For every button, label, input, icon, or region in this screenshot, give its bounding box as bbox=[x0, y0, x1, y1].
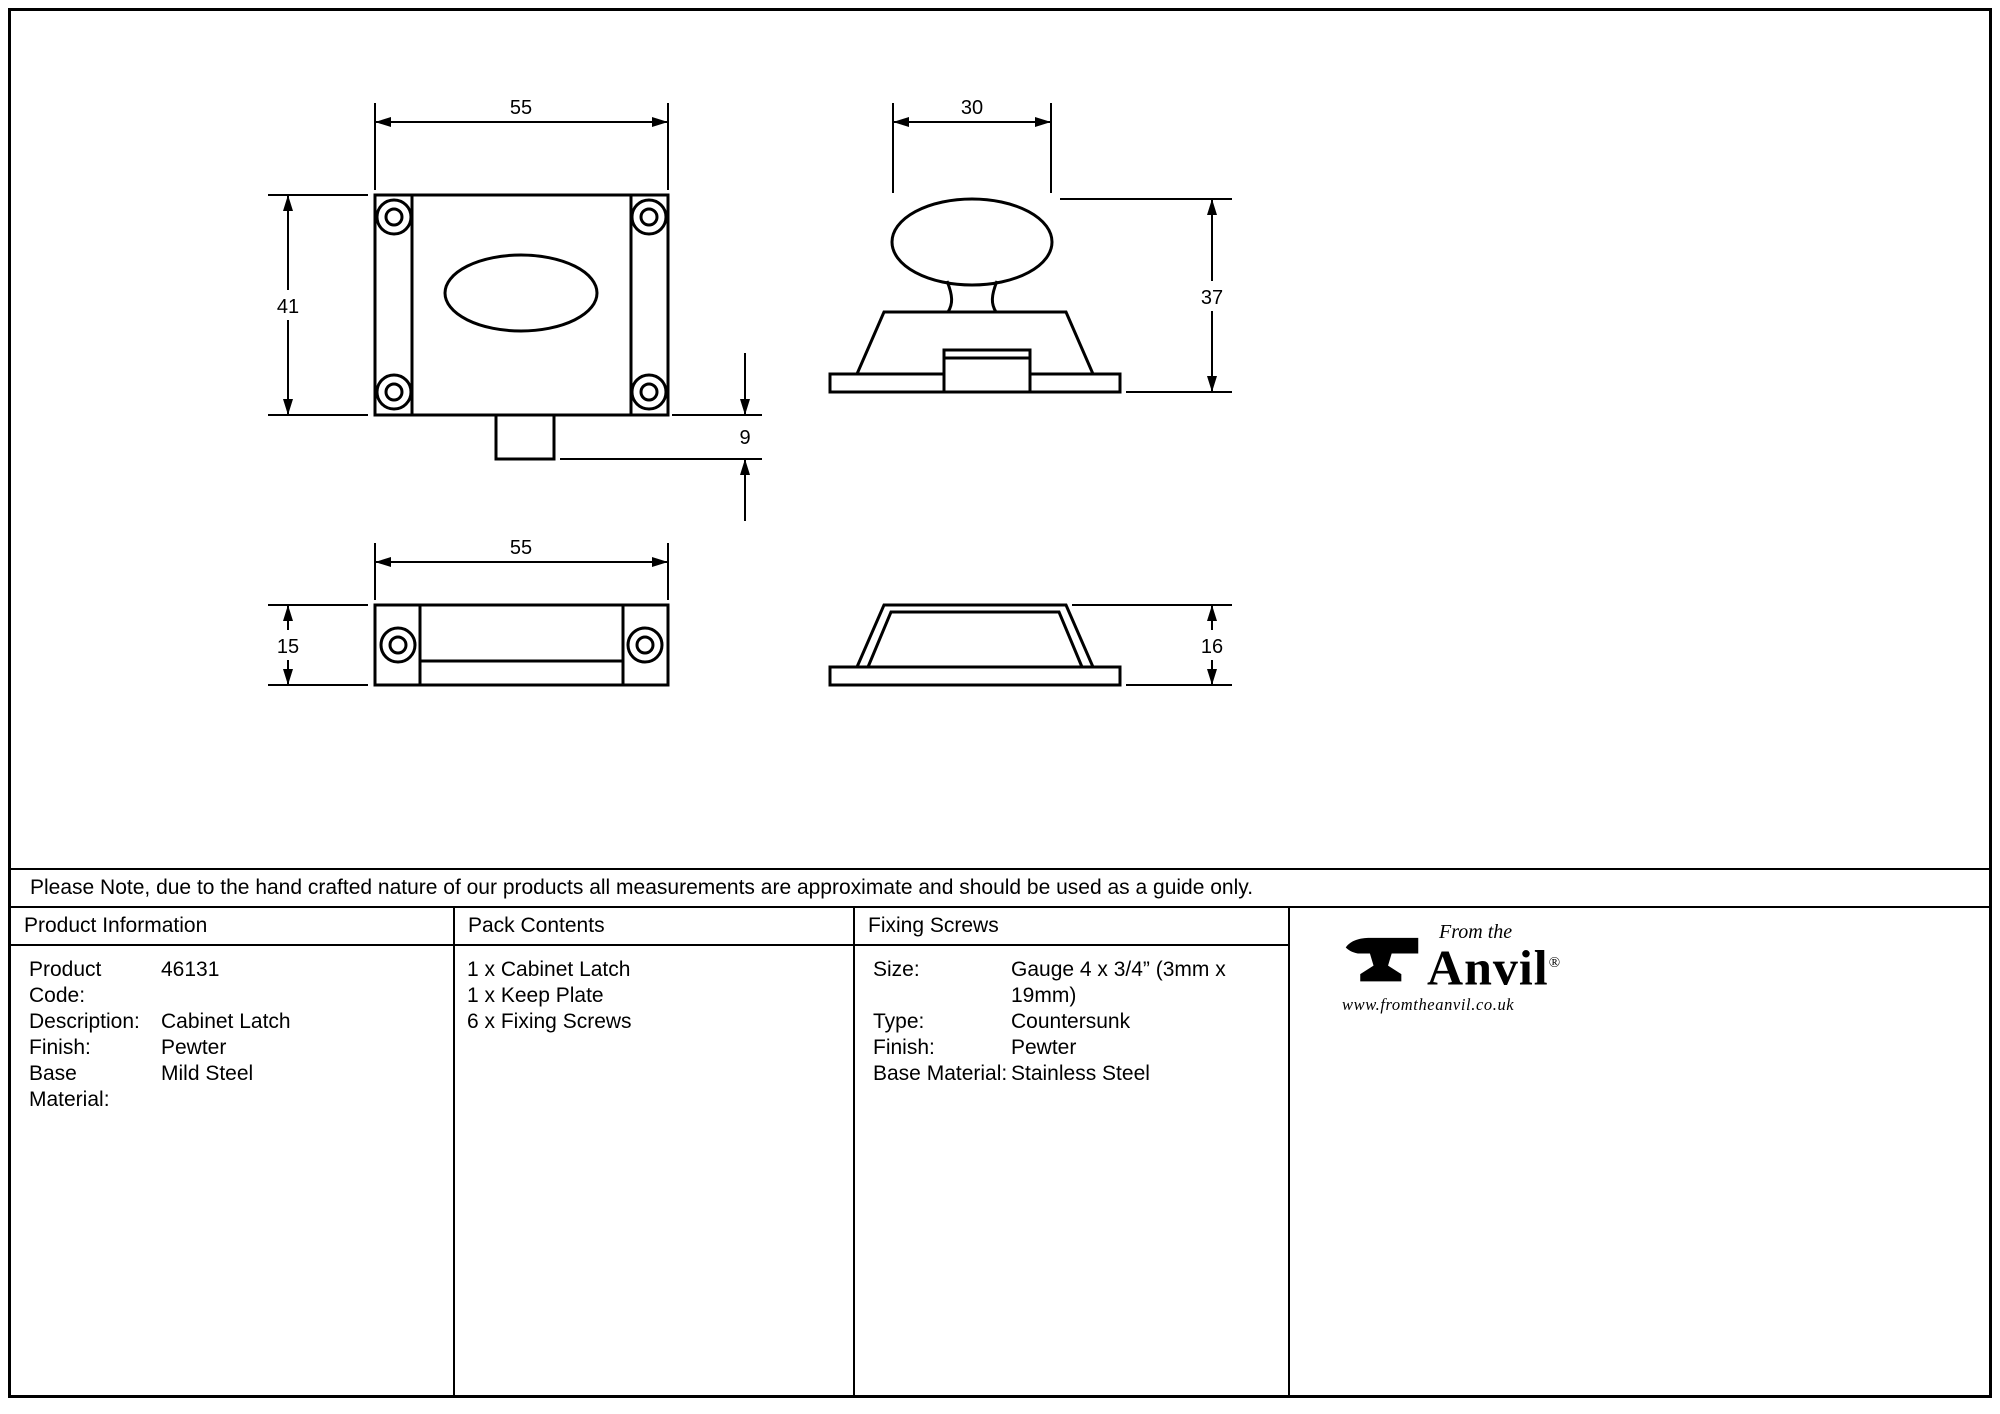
latch-base bbox=[828, 310, 1122, 394]
latch-bolt-tab bbox=[494, 413, 556, 461]
latch-side-view bbox=[828, 197, 1122, 394]
product-table: Product Information Product Code: 46131 … bbox=[11, 906, 1989, 1395]
row-label: Finish: bbox=[873, 1036, 935, 1059]
pack-item: 1 x Cabinet Latch bbox=[467, 958, 631, 981]
dimension-label: 37 bbox=[1201, 287, 1223, 309]
brand-logo-cell: From the Anvil® www.fromtheanvil.co.uk bbox=[1290, 908, 1989, 1395]
screw-hole bbox=[379, 626, 417, 664]
fixing-screws-column: Fixing Screws Size: Gauge 4 x 3/4” (3mm … bbox=[855, 908, 1290, 1395]
row-value: Countersunk bbox=[1011, 1010, 1131, 1033]
logo-brand: Anvil bbox=[1427, 939, 1549, 996]
pack-contents-header: Pack Contents bbox=[455, 908, 853, 946]
dimension-latch-total-height: 37 bbox=[1060, 198, 1232, 393]
row-label: Finish: bbox=[29, 1036, 91, 1059]
row-label: Description: bbox=[29, 1010, 140, 1033]
dimension-label: 41 bbox=[277, 296, 299, 318]
product-information-header: Product Information bbox=[11, 908, 453, 946]
row-value: Pewter bbox=[161, 1036, 227, 1059]
row-label: Size: bbox=[873, 958, 920, 981]
anvil-icon bbox=[1345, 937, 1419, 981]
dimension-label: 55 bbox=[510, 537, 532, 559]
logo-tagline: From the bbox=[1439, 921, 1513, 943]
table-row: Size: Gauge 4 x 3/4” (3mm x 19mm) bbox=[873, 957, 1280, 1009]
dimension-keep-height: 15 bbox=[268, 604, 368, 686]
row-label: Product Code: bbox=[29, 958, 102, 1007]
screw-hole bbox=[630, 198, 668, 236]
technical-drawing-area: 55 41 9 30 bbox=[11, 11, 1989, 868]
screw-hole bbox=[375, 373, 413, 411]
table-row: Product Code: 46131 bbox=[29, 957, 445, 1009]
from-the-anvil-logo: From the Anvil® www.fromtheanvil.co.uk bbox=[1342, 922, 1989, 1015]
technical-drawing: 55 41 9 30 bbox=[268, 97, 1232, 687]
table-row: Finish: Pewter bbox=[873, 1035, 1280, 1061]
keep-plate-front-view bbox=[373, 603, 670, 687]
screw-hole bbox=[375, 198, 413, 236]
row-value: Mild Steel bbox=[161, 1062, 254, 1085]
row-label: Type: bbox=[873, 1010, 925, 1033]
dimension-label: 9 bbox=[739, 427, 750, 449]
latch-bolt-side bbox=[942, 348, 1032, 394]
screw-hole bbox=[626, 626, 664, 664]
row-value: Stainless Steel bbox=[1011, 1062, 1150, 1085]
dimension-latch-width: 55 bbox=[374, 97, 669, 190]
row-label: Base Material: bbox=[29, 1062, 110, 1111]
table-row: Description: Cabinet Latch bbox=[29, 1009, 445, 1035]
table-row: Base Material: Mild Steel bbox=[29, 1061, 445, 1113]
registered-mark: ® bbox=[1548, 955, 1561, 971]
latch-front-view bbox=[373, 193, 670, 461]
pack-contents-column: Pack Contents 1 x Cabinet Latch 1 x Keep… bbox=[455, 908, 855, 1395]
table-row: Finish: Pewter bbox=[29, 1035, 445, 1061]
latch-oval-turn bbox=[443, 253, 599, 333]
spec-sheet: 55 41 9 30 bbox=[8, 8, 1992, 1398]
table-row: Base Material: Stainless Steel bbox=[873, 1061, 1280, 1087]
logo-url: www.fromtheanvil.co.uk bbox=[1342, 994, 1515, 1014]
keep-plate-side-view bbox=[828, 603, 1122, 687]
row-value: Gauge 4 x 3/4” (3mm x 19mm) bbox=[1011, 958, 1226, 1007]
dimension-label: 30 bbox=[961, 97, 983, 119]
note-text: Please Note, due to the hand crafted nat… bbox=[30, 876, 1254, 899]
row-label: Base Material: bbox=[873, 1062, 1008, 1085]
product-information-column: Product Information Product Code: 46131 … bbox=[11, 908, 455, 1395]
pack-item: 1 x Keep Plate bbox=[467, 984, 604, 1007]
table-row: Type: Countersunk bbox=[873, 1009, 1280, 1035]
dimension-knob-diameter: 30 bbox=[892, 97, 1052, 193]
pack-item: 6 x Fixing Screws bbox=[467, 1010, 632, 1033]
row-value: 46131 bbox=[161, 958, 220, 981]
dimension-keep-width: 55 bbox=[374, 537, 669, 600]
row-value: Pewter bbox=[1011, 1036, 1077, 1059]
row-value: Cabinet Latch bbox=[161, 1010, 291, 1033]
screw-hole bbox=[630, 373, 668, 411]
dimension-keep-side-height: 16 bbox=[1072, 604, 1232, 686]
knob bbox=[890, 197, 1054, 287]
dimension-label: 55 bbox=[510, 97, 532, 119]
dimension-label: 15 bbox=[277, 636, 299, 658]
dimension-bolt-depth: 9 bbox=[560, 353, 762, 521]
fixing-screws-header: Fixing Screws bbox=[855, 908, 1288, 946]
dimension-latch-height: 41 bbox=[268, 194, 368, 416]
measurement-note: Please Note, due to the hand crafted nat… bbox=[11, 868, 1989, 906]
dimension-label: 16 bbox=[1201, 636, 1223, 658]
